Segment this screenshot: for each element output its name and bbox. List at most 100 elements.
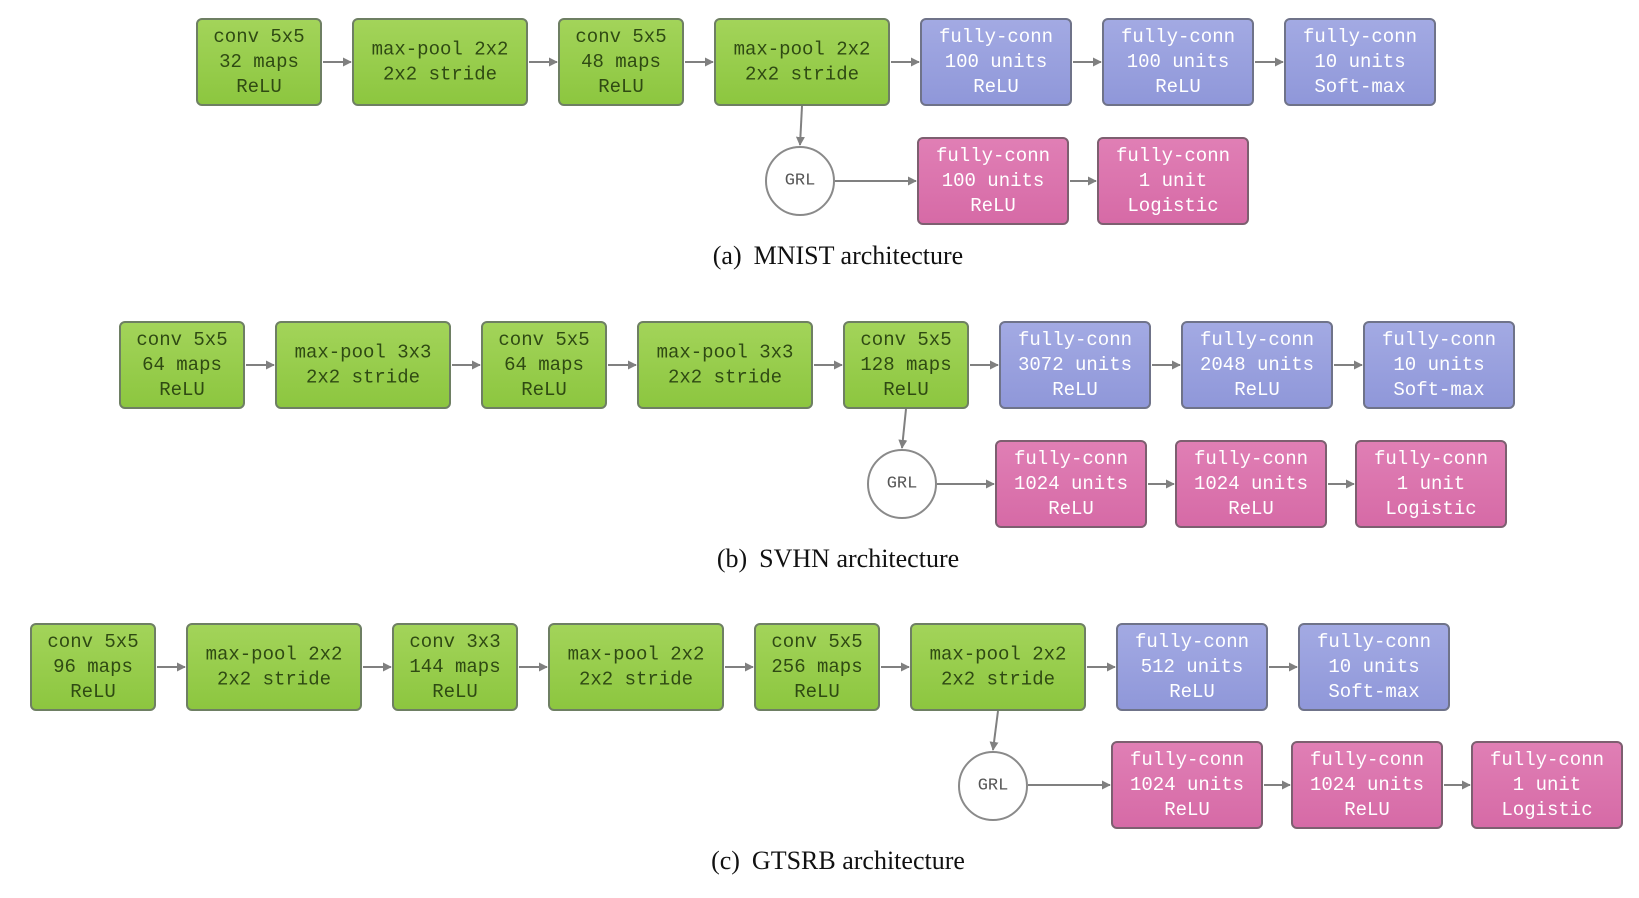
layer-box-line: ReLU (1228, 498, 1274, 520)
layer-box-line: 100 units (1127, 51, 1230, 73)
layer-box-line: 3072 units (1018, 354, 1132, 376)
gtsrb-caption: (c)GTSRB architecture (711, 846, 965, 875)
layer-box-line: max-pool 2x2 (734, 39, 871, 61)
gtsrb-branch-down-arrow (989, 710, 999, 751)
caption-text: GTSRB architecture (752, 846, 965, 875)
layer-box-rect (1284, 18, 1436, 106)
layer-box-line: Logistic (1501, 799, 1592, 821)
layer-box-rect (558, 18, 684, 106)
layer-box-rect (548, 623, 724, 711)
layer-box-line: max-pool 2x2 (930, 644, 1067, 666)
layer-box-line: 1024 units (1014, 473, 1128, 495)
layer-box-line: fully-conn (1116, 145, 1230, 167)
layer-box-line: 100 units (942, 170, 1045, 192)
layer-box-rect (1298, 623, 1450, 711)
layer-box-line: fully-conn (1200, 329, 1314, 351)
grl-label: GRL (978, 777, 1009, 796)
layer-box-line: fully-conn (1310, 749, 1424, 771)
svhn-caption: (b) SVHN architecture (717, 544, 959, 573)
layer-box-line: ReLU (1164, 799, 1210, 821)
layer-box-line: conv 5x5 (771, 631, 862, 653)
grl-label: GRL (887, 475, 918, 494)
layer-box-line: conv 5x5 (47, 631, 138, 653)
layer-box-rect (995, 440, 1147, 528)
mnist-caption: (a)MNIST architecture (713, 241, 963, 270)
layer-box-rect (1291, 741, 1443, 829)
layer-box-line: fully-conn (1490, 749, 1604, 771)
layer-box-line: ReLU (432, 681, 478, 703)
layer-box-line: max-pool 2x2 (206, 644, 343, 666)
layer-box-rect (186, 623, 362, 711)
layer-box-line: 2x2 stride (668, 367, 782, 389)
layer-box-line: Soft-max (1328, 681, 1419, 703)
layer-box-line: 10 units (1314, 51, 1405, 73)
layer-box-line: 64 maps (142, 354, 222, 376)
layer-box-line: 2x2 stride (217, 669, 331, 691)
layer-box-line: 10 units (1393, 354, 1484, 376)
layer-box-line: ReLU (1052, 379, 1098, 401)
layer-box-line: 2x2 stride (383, 64, 497, 86)
layer-box-line: ReLU (970, 195, 1016, 217)
layer-box-line: ReLU (1234, 379, 1280, 401)
layer-box-rect (843, 321, 969, 409)
svhn-grl-node: GRL (867, 449, 937, 519)
layer-box-line: Logistic (1385, 498, 1476, 520)
layer-box-rect (119, 321, 245, 409)
layer-box-line: max-pool 2x2 (568, 644, 705, 666)
layer-box-rect (1181, 321, 1333, 409)
layer-box-line: Logistic (1127, 195, 1218, 217)
layer-box-line: fully-conn (1014, 448, 1128, 470)
caption-label: (b) (717, 544, 747, 573)
layer-box-rect (1471, 741, 1623, 829)
layer-box-line: ReLU (521, 379, 567, 401)
layer-box-line: ReLU (1344, 799, 1390, 821)
caption-text: SVHN architecture (759, 544, 959, 573)
layer-box-rect (1116, 623, 1268, 711)
grl-label: GRL (785, 172, 816, 191)
layer-box-line: conv 5x5 (498, 329, 589, 351)
mnist-grl-node: GRL (765, 146, 835, 216)
layer-box-line: 128 maps (860, 354, 951, 376)
layer-box-line: fully-conn (1303, 26, 1417, 48)
layer-box-line: ReLU (794, 681, 840, 703)
layer-box-rect (917, 137, 1069, 225)
layer-box-rect (1363, 321, 1515, 409)
layer-box-rect (1175, 440, 1327, 528)
layer-box-rect (481, 321, 607, 409)
layer-box-line: 100 units (945, 51, 1048, 73)
layer-box-rect (999, 321, 1151, 409)
layer-box-line: 1 unit (1397, 473, 1465, 495)
layer-box-rect (392, 623, 518, 711)
layer-box-rect (920, 18, 1072, 106)
layer-box-line: fully-conn (939, 26, 1053, 48)
layer-box-rect (196, 18, 322, 106)
layer-box-line: conv 5x5 (213, 26, 304, 48)
layer-box-line: max-pool 3x3 (657, 342, 794, 364)
layer-box-line: fully-conn (1194, 448, 1308, 470)
layer-box-line: 2x2 stride (941, 669, 1055, 691)
layer-box-line: conv 5x5 (136, 329, 227, 351)
layer-box-line: conv 3x3 (409, 631, 500, 653)
layer-box-line: fully-conn (1130, 749, 1244, 771)
